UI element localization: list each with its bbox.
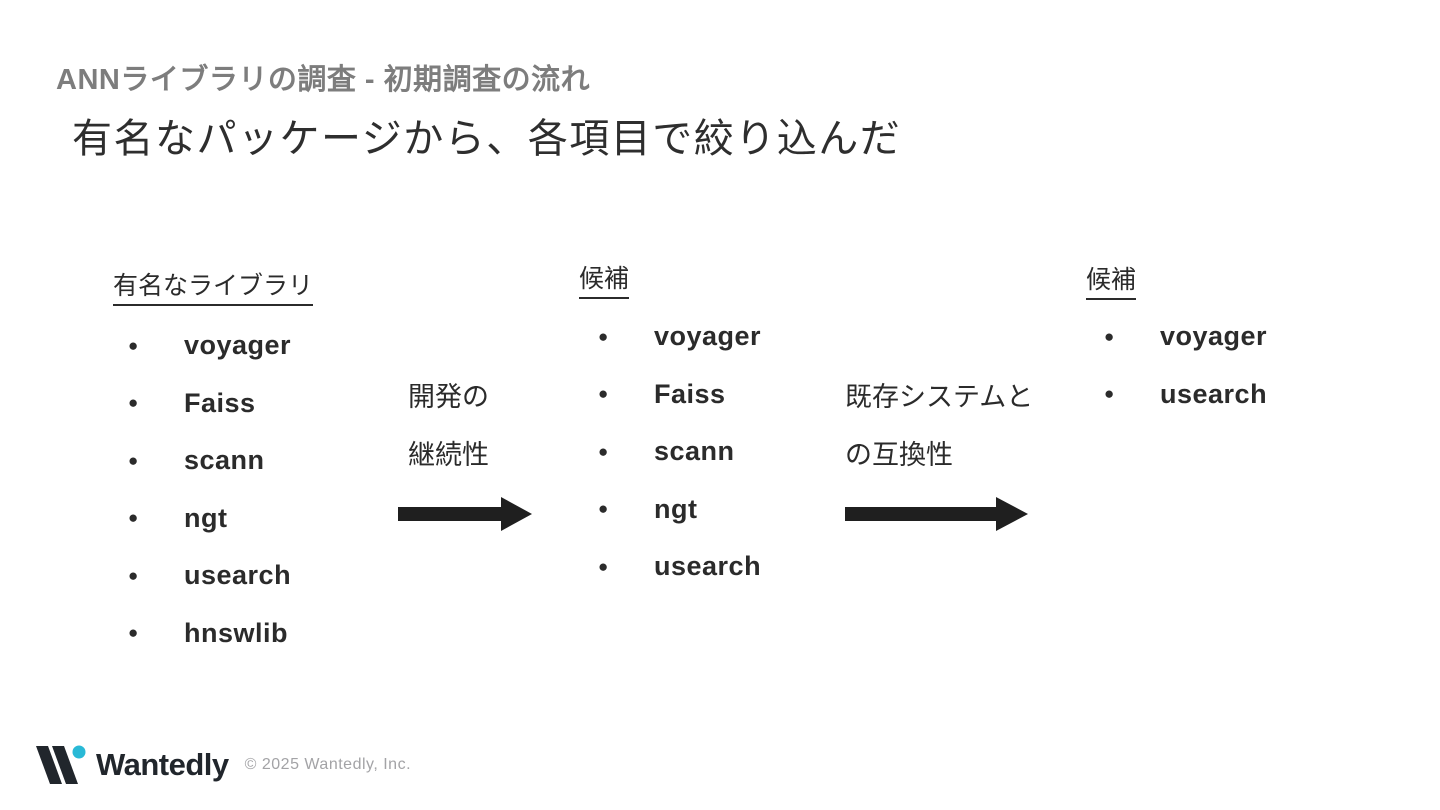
list-item-label: usearch: [184, 560, 292, 591]
bullet-icon: ●: [128, 450, 139, 470]
transition-label-system-compatibility: 既存システムと の互換性: [845, 368, 1033, 484]
list-item: ● ngt: [128, 490, 291, 548]
list-item: ● hnswlib: [128, 605, 291, 663]
bullet-icon: ●: [128, 508, 139, 528]
list-item: ● ngt: [598, 481, 761, 539]
list-item: ● scann: [128, 432, 291, 490]
list-item: ● Faiss: [598, 366, 761, 424]
bullet-icon: ●: [598, 499, 609, 519]
list-item-label: usearch: [1160, 378, 1268, 409]
transition-label-line: 継続性: [408, 440, 489, 470]
candidates-list-2: ● voyager ● usearch: [1104, 308, 1267, 423]
copyright-text: © 2025 Wantedly, Inc.: [244, 756, 412, 773]
famous-libraries-list: ● voyager ● Faiss ● scann ● ngt ● usearc…: [128, 317, 291, 662]
bullet-icon: ●: [128, 565, 139, 585]
bullet-icon: ●: [128, 393, 139, 413]
list-item-label: scann: [654, 436, 735, 467]
list-item: ● usearch: [128, 547, 291, 605]
list-item-label: voyager: [654, 321, 762, 352]
list-item: ● usearch: [1104, 366, 1267, 424]
slide-kicker: ANNライブラリの調査 - 初期調査の流れ: [56, 64, 591, 96]
wantedly-logo-icon: [36, 745, 86, 784]
footer: Wantedly © 2025 Wantedly, Inc.: [35, 745, 411, 785]
transition-label-line: の互換性: [845, 440, 953, 470]
right-arrow-icon: [845, 497, 1028, 536]
list-item: ● voyager: [128, 317, 291, 375]
bullet-icon: ●: [1104, 384, 1115, 404]
transition-label-line: 開発の: [408, 382, 489, 412]
list-item: ● voyager: [598, 308, 761, 366]
list-item-label: Faiss: [184, 387, 256, 418]
list-item-label: ngt: [184, 502, 228, 533]
list-item: ● usearch: [598, 538, 761, 596]
list-item: ● voyager: [1104, 308, 1267, 366]
column-heading-candidates-1: 候補: [579, 259, 630, 299]
list-item-label: voyager: [1160, 321, 1268, 352]
slide-title: 有名なパッケージから、各項目で絞り込んだ: [72, 117, 902, 161]
list-item-label: usearch: [654, 551, 762, 582]
bullet-icon: ●: [598, 441, 609, 461]
bullet-icon: ●: [598, 384, 609, 404]
list-item-label: hnswlib: [184, 617, 288, 648]
list-item-label: scann: [184, 445, 265, 476]
bullet-icon: ●: [598, 556, 609, 576]
bullet-icon: ●: [598, 326, 609, 346]
list-item: ● scann: [598, 423, 761, 481]
transition-label-line: 既存システムと: [845, 382, 1034, 412]
list-item-label: voyager: [184, 330, 292, 361]
list-item-label: Faiss: [654, 378, 726, 409]
right-arrow-icon: [398, 497, 532, 536]
list-item: ● Faiss: [128, 375, 291, 433]
column-heading-famous-libraries: 有名なライブラリ: [113, 266, 314, 306]
candidates-list-1: ● voyager ● Faiss ● scann ● ngt ● usearc…: [598, 308, 761, 596]
bullet-icon: ●: [128, 623, 139, 643]
bullet-icon: ●: [1104, 326, 1115, 346]
list-item-label: ngt: [654, 493, 698, 524]
transition-label-development-continuity: 開発の 継続性: [408, 368, 489, 484]
wantedly-wordmark: Wantedly: [96, 747, 229, 782]
bullet-icon: ●: [128, 335, 139, 355]
column-heading-candidates-2: 候補: [1086, 260, 1137, 300]
